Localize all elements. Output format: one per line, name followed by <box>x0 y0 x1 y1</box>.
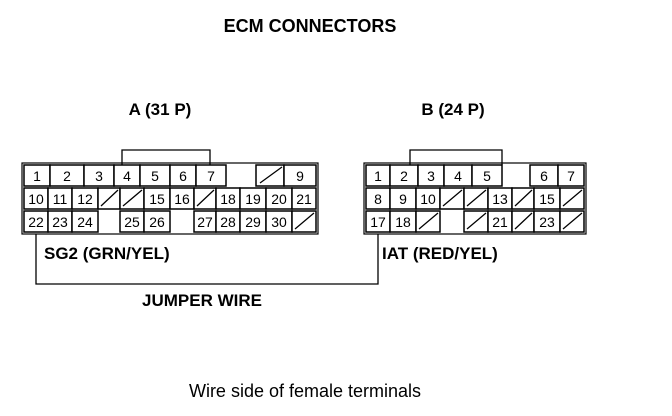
pin-a-30: 30 <box>271 214 287 230</box>
pin-a-28: 28 <box>220 214 236 230</box>
terminal-b-12-slash <box>466 189 487 207</box>
terminal-a-14-slash <box>122 189 143 207</box>
pin-a-22: 22 <box>28 214 44 230</box>
pin-b-6: 6 <box>540 168 548 184</box>
connector-b: 1 2 3 4 5 6 7 8 9 10 13 15 <box>363 149 587 235</box>
jumper-wire-label: JUMPER WIRE <box>142 291 262 310</box>
pin-a-26: 26 <box>149 214 165 230</box>
pin-a-3: 3 <box>95 168 103 184</box>
pin-b-21: 21 <box>492 214 508 230</box>
pin-a-15: 15 <box>149 191 165 207</box>
pin-b-18: 18 <box>395 214 411 230</box>
pin-a-7: 7 <box>207 168 215 184</box>
pin-a-12: 12 <box>77 191 93 207</box>
connector-a: 1 2 3 4 5 6 7 9 10 11 <box>21 149 319 235</box>
pin-b-8: 8 <box>374 191 382 207</box>
diagram-title: ECM CONNECTORS <box>224 16 397 36</box>
terminal-a-24 <box>71 210 99 233</box>
pin-b-23: 23 <box>539 214 555 230</box>
pin-b-2: 2 <box>400 168 408 184</box>
terminal-a-13-slash <box>100 189 119 207</box>
pin-a-10: 10 <box>28 191 44 207</box>
pin-b-7: 7 <box>567 168 575 184</box>
terminal-b-11-slash <box>442 189 463 207</box>
terminal-a-8-slash <box>259 166 283 184</box>
terminal-a-7 <box>195 164 227 187</box>
pin-a-2: 2 <box>63 168 71 184</box>
pin-a-1: 1 <box>33 168 41 184</box>
terminal-b-24-slash <box>562 212 583 230</box>
pin-a-9: 9 <box>296 168 304 184</box>
terminal-a-26 <box>143 210 171 233</box>
pin-a-16: 16 <box>174 191 190 207</box>
pin-b-3: 3 <box>427 168 435 184</box>
pin-a-29: 29 <box>245 214 261 230</box>
terminal-b-5 <box>471 164 503 187</box>
terminal-b-22-slash <box>514 212 533 230</box>
pin-a-24: 24 <box>77 214 93 230</box>
pin-b-13: 13 <box>492 191 508 207</box>
connector-a-row-1: 1 2 3 4 5 6 7 9 <box>23 164 317 187</box>
connector-a-lock-tab <box>121 149 211 165</box>
pin-b-1: 1 <box>374 168 382 184</box>
terminal-b-14-slash <box>514 189 533 207</box>
sg2-label: SG2 (GRN/YEL) <box>44 244 170 263</box>
connector-b-body <box>363 162 587 235</box>
pin-a-19: 19 <box>245 191 261 207</box>
terminal-b-7 <box>557 164 585 187</box>
terminal-b-20-slash <box>466 212 487 230</box>
iat-label: IAT (RED/YEL) <box>382 244 498 263</box>
pin-b-17: 17 <box>370 214 386 230</box>
connector-a-label: A (31 P) <box>129 100 192 119</box>
pin-b-10: 10 <box>420 191 436 207</box>
pin-a-27: 27 <box>197 214 213 230</box>
connector-b-label: B (24 P) <box>421 100 484 119</box>
connector-a-row-3: 22 23 24 25 26 27 28 29 30 <box>23 210 317 233</box>
terminal-a-9 <box>283 164 317 187</box>
pin-a-6: 6 <box>179 168 187 184</box>
pin-a-21: 21 <box>296 191 312 207</box>
terminal-a-17-slash <box>196 189 215 207</box>
pin-a-5: 5 <box>151 168 159 184</box>
pin-b-9: 9 <box>399 191 407 207</box>
terminal-a-31-slash <box>294 212 315 230</box>
pin-b-15: 15 <box>539 191 555 207</box>
terminal-b-16-slash <box>562 189 583 207</box>
pin-a-11: 11 <box>53 191 68 207</box>
connector-b-row-1: 1 2 3 4 5 6 7 <box>365 164 585 187</box>
connector-a-row-2: 10 11 12 15 16 18 19 20 21 <box>23 187 317 210</box>
pin-a-23: 23 <box>52 214 68 230</box>
pin-a-18: 18 <box>220 191 236 207</box>
terminal-a-21 <box>291 187 317 210</box>
connector-b-lock-tab <box>409 149 503 165</box>
pin-a-20: 20 <box>271 191 287 207</box>
caption: Wire side of female terminals <box>189 381 421 401</box>
connector-a-body <box>21 162 319 235</box>
pin-a-25: 25 <box>124 214 140 230</box>
terminal-b-19-slash <box>418 212 439 230</box>
pin-b-5: 5 <box>483 168 491 184</box>
pin-a-4: 4 <box>123 168 131 184</box>
connector-b-row-3: 17 18 21 23 <box>365 210 585 233</box>
connector-b-row-2: 8 9 10 13 15 <box>365 187 585 210</box>
jumper-wire-line <box>35 234 379 285</box>
pin-b-4: 4 <box>454 168 462 184</box>
